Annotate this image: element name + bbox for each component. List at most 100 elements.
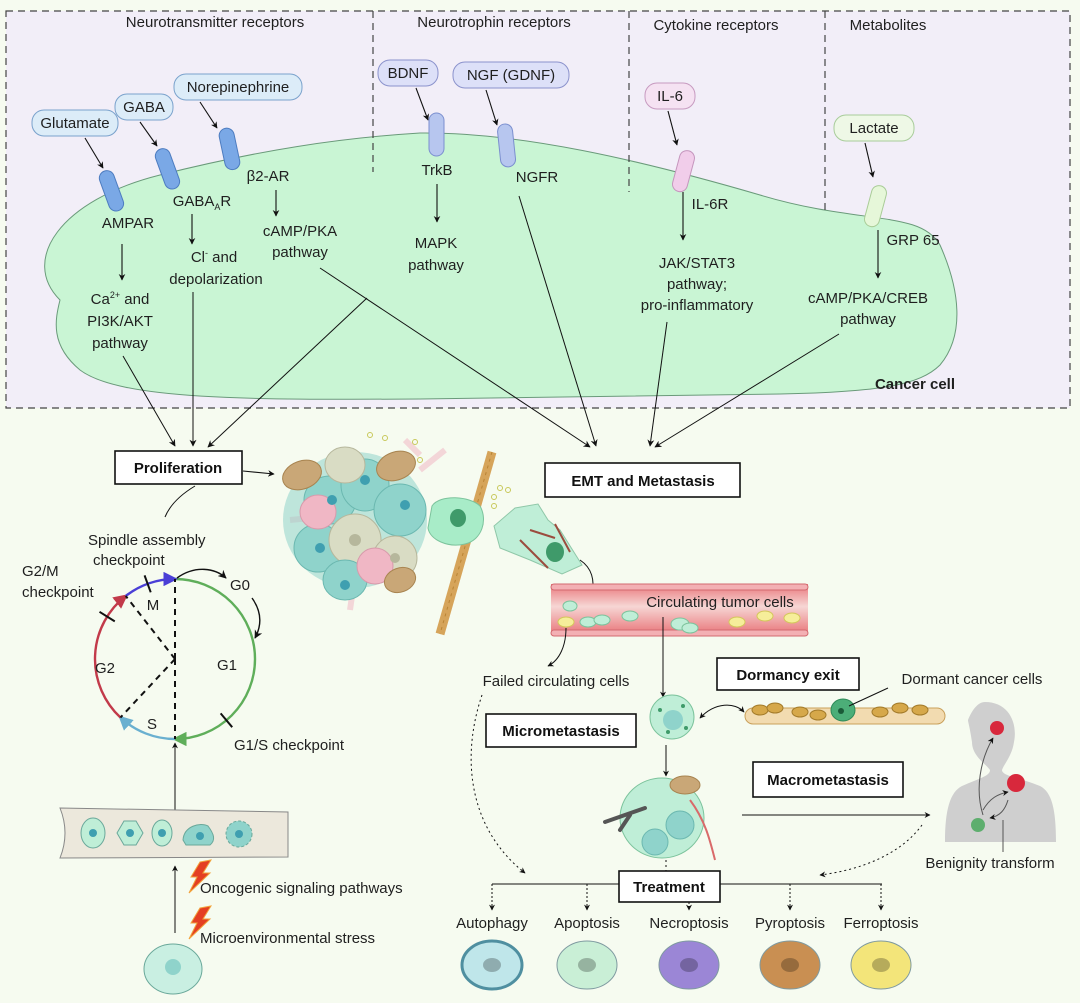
- spindle-checkpoint-label: Spindle assembly: [88, 532, 206, 549]
- treatment-outcome-ferroptosis: Ferroptosis: [843, 915, 919, 990]
- blood-vessel-illustration: [550, 583, 809, 637]
- pathway-camp-pka: cAMP/PKA pathway: [263, 223, 337, 261]
- cell-nucleus: [680, 958, 698, 972]
- dormancy-exchange-arrows: [699, 704, 745, 719]
- svg-text:JAK/STAT3: JAK/STAT3: [659, 255, 735, 272]
- tumor-mass-illustration: [282, 432, 447, 611]
- dormancy-exit-box: Dormancy exit: [716, 657, 860, 691]
- treatment-outcome-label: Autophagy: [456, 915, 528, 932]
- svg-text:Proliferation: Proliferation: [134, 460, 222, 477]
- receptor-label-trkb: TrkB: [421, 162, 452, 179]
- treatment-outcome-autophagy: Autophagy: [456, 915, 528, 991]
- svg-text:MAPK: MAPK: [415, 235, 458, 252]
- phase-g1-arc: [172, 577, 257, 747]
- migrating-cell-illustration: [493, 503, 596, 597]
- ligand-glutamate: Glutamate: [31, 109, 119, 137]
- receptor-label-gabaar: GABAAR: [173, 193, 232, 212]
- treatment-outcome-cell-icon: [850, 940, 912, 990]
- svg-text:pathway;: pathway;: [667, 276, 727, 293]
- pathway-ca-pi3k: Ca2+ and PI3K/AKT pathway: [87, 290, 153, 352]
- cell-nucleus: [872, 958, 890, 972]
- g2m-checkpoint-label-2: checkpoint: [22, 584, 95, 601]
- ligand-norepinephrine: Norepinephrine: [173, 73, 303, 101]
- cell-nucleus: [578, 958, 596, 972]
- convergence-arrows: [122, 195, 840, 448]
- svg-text:pathway: pathway: [92, 335, 148, 352]
- failed-cells-arrow: [547, 627, 567, 667]
- pathway-jak-stat3: JAK/STAT3 pathway; pro-inflammatory: [641, 255, 754, 314]
- svg-text:Cl- and: Cl- and: [191, 248, 237, 266]
- treatment-box: Treatment: [618, 870, 721, 903]
- svg-text:Treatment: Treatment: [633, 879, 705, 896]
- receptor-b2ar-icon: [218, 127, 241, 171]
- receptor-trkb-icon: [428, 112, 445, 157]
- micrometastasis-box: Micrometastasis: [485, 713, 637, 748]
- emt-metastasis-box: EMT and Metastasis: [544, 462, 741, 498]
- svg-text:Glutamate: Glutamate: [40, 115, 109, 132]
- pathway-mapk: MAPK pathway: [408, 235, 464, 274]
- svg-text:Dormancy exit: Dormancy exit: [736, 667, 839, 684]
- phase-s-label: S: [147, 716, 157, 733]
- receptor-label-ampar: AMPAR: [102, 215, 154, 232]
- svg-text:cAMP/PKA/CREB: cAMP/PKA/CREB: [808, 290, 928, 307]
- receptor-ampar-icon: [98, 170, 125, 212]
- phase-s-arc: [118, 715, 176, 741]
- svg-text:PI3K/AKT: PI3K/AKT: [87, 313, 153, 330]
- svg-text:Norepinephrine: Norepinephrine: [187, 79, 290, 96]
- microenvironmental-stress-label: Microenvironmental stress: [200, 930, 375, 947]
- lightning-icon: [188, 905, 213, 940]
- g1s-checkpoint-tick: [219, 712, 233, 728]
- phase-m-arc: [125, 571, 178, 597]
- g2m-checkpoint-label: G2/M: [22, 563, 59, 580]
- svg-text:depolarization: depolarization: [169, 271, 262, 288]
- phase-g2-label: G2: [95, 660, 115, 677]
- cell-nucleus: [483, 958, 501, 972]
- benignity-transform-label: Benignity transform: [925, 855, 1054, 872]
- circulating-tumor-cells-label: Circulating tumor cells: [646, 594, 794, 611]
- micrometastasis-cluster-illustration: [649, 694, 695, 740]
- svg-text:IL-6: IL-6: [657, 88, 683, 105]
- cell-cycle-diagram: [93, 568, 263, 747]
- treatment-outcome-cell-icon: [556, 940, 618, 990]
- ligand-il6: IL-6: [644, 82, 696, 110]
- treatment-outcome-label: Ferroptosis: [843, 915, 918, 932]
- receptor-ngfr-icon: [497, 123, 517, 168]
- phase-boundary-line: [119, 658, 176, 719]
- svg-text:Ca2+ and: Ca2+ and: [91, 290, 150, 308]
- treatment-outcome-cell-icon: [658, 940, 720, 990]
- g2m-checkpoint-tick: [98, 610, 116, 623]
- failed-to-treatment-dotted-arrow: [470, 694, 526, 874]
- phase-g0-label: G0: [230, 577, 250, 594]
- receptor-il6r-icon: [671, 150, 695, 193]
- oncogenic-signaling-label: Oncogenic signaling pathways: [200, 880, 403, 897]
- receptor-label-ngfr: NGFR: [516, 169, 559, 186]
- receptor-label-b2ar: β2-AR: [247, 168, 290, 185]
- svg-text:NGF (GDNF): NGF (GDNF): [467, 67, 555, 84]
- phase-g2-arc: [93, 594, 129, 719]
- phase-m-label: M: [147, 597, 160, 614]
- treatment-outcome-label: Necroptosis: [649, 915, 728, 932]
- treatment-outcome-label: Apoptosis: [554, 915, 620, 932]
- g0-return-arrow: [251, 597, 263, 639]
- section-title-neurotransmitter: Neurotransmitter receptors: [126, 14, 304, 31]
- body-to-treatment-dotted-arrow: [819, 824, 923, 878]
- svg-text:Macrometastasis: Macrometastasis: [767, 772, 889, 789]
- svg-text:cAMP/PKA: cAMP/PKA: [263, 223, 337, 240]
- receptor-gabaar-icon: [154, 148, 181, 190]
- phase-boundary-line: [124, 595, 176, 660]
- svg-text:EMT and Metastasis: EMT and Metastasis: [571, 473, 714, 490]
- svg-text:pathway: pathway: [840, 311, 896, 328]
- ligand-lactate: Lactate: [833, 114, 915, 142]
- dormant-cancer-cells-label: Dormant cancer cells: [902, 671, 1043, 688]
- svg-text:BDNF: BDNF: [388, 65, 429, 82]
- lightning-icon: [188, 859, 213, 894]
- section-title-cytokine: Cytokine receptors: [653, 17, 778, 34]
- ligand-bdnf: BDNF: [377, 59, 439, 87]
- treatment-outcome-label: Pyroptosis: [755, 915, 825, 932]
- treatment-outcome-cell-icon: [759, 940, 821, 990]
- normal-cell-illustration: [143, 943, 203, 995]
- svg-text:Lactate: Lactate: [849, 120, 898, 137]
- macrometastasis-tumor-illustration: [603, 775, 716, 861]
- failed-circulating-cells-label: Failed circulating cells: [483, 673, 630, 690]
